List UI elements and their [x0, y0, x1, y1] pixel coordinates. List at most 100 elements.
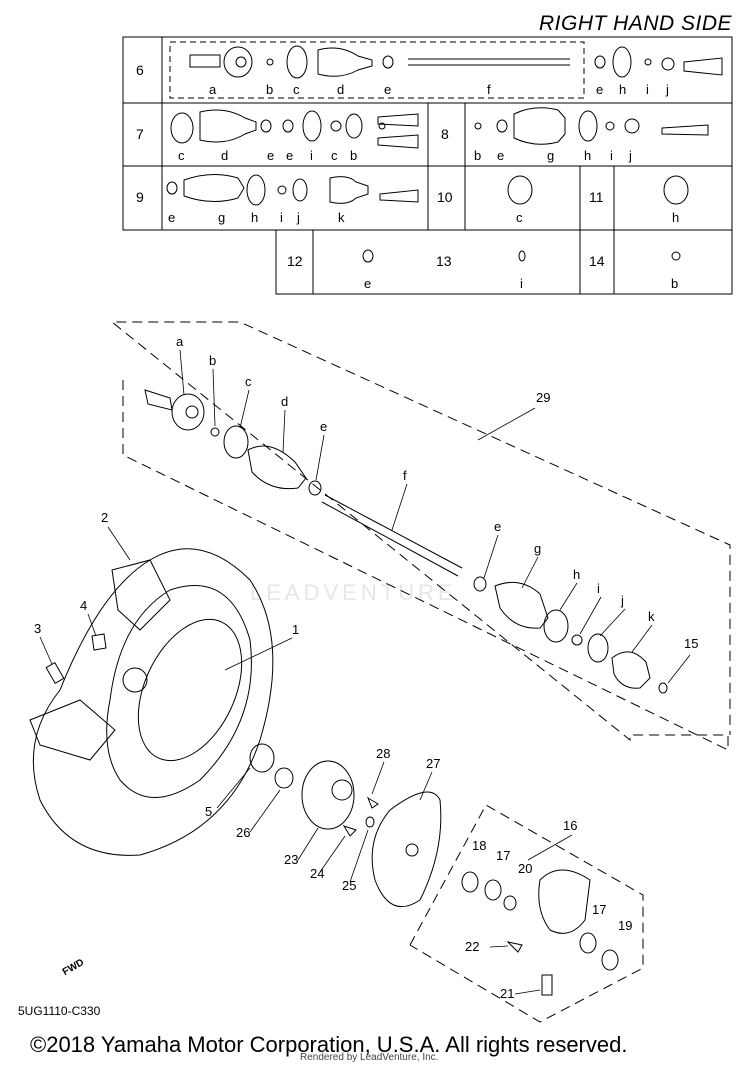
part-letter: g [218, 210, 225, 225]
shaft-label: e [494, 519, 501, 534]
shaft-label: g [534, 541, 541, 556]
shaft-label: i [597, 581, 600, 596]
part-letter: i [280, 210, 283, 225]
callout-number: 15 [684, 636, 698, 651]
part-letter: c [516, 210, 523, 225]
shaft-label: j [620, 593, 624, 608]
callout-number: 27 [426, 756, 440, 771]
part-letter: h [619, 82, 626, 97]
callout-leader-lines [39, 526, 573, 995]
callout-numbers: 1 2 3 4 5 15 16 17 17 18 19 20 21 22 23 … [34, 390, 698, 1001]
part-letter: h [584, 148, 591, 163]
row-6-part-icons [189, 45, 723, 79]
callout-number: 17 [496, 848, 510, 863]
shaft-label: b [209, 353, 216, 368]
part-letter: j [296, 210, 300, 225]
part-letter: h [672, 210, 679, 225]
shaft-leader-lines [179, 349, 691, 684]
part-letter: e [596, 82, 603, 97]
row-number: 11 [589, 189, 604, 205]
row-number: 12 [287, 253, 303, 269]
part-letter: j [628, 148, 632, 163]
part-letter: e [364, 276, 371, 291]
callout-number: 2 [101, 510, 108, 525]
part-letter: c [331, 148, 338, 163]
part-letter: b [671, 276, 678, 291]
knuckle-parts [461, 869, 619, 996]
shaft-label: k [648, 609, 655, 624]
row-number: 10 [437, 189, 453, 205]
shaft-assembly-parts [144, 389, 668, 694]
callout-number: 26 [236, 825, 250, 840]
part-letter: g [547, 148, 554, 163]
callout-number: 20 [518, 861, 532, 876]
part-letter: i [646, 82, 649, 97]
callout-number: 5 [205, 804, 212, 819]
shaft-label: d [281, 394, 288, 409]
hub-and-disc [249, 743, 442, 908]
callout-number: 16 [563, 818, 577, 833]
callout-number: 21 [500, 986, 514, 1001]
page-title: RIGHT HAND SIDE [538, 12, 732, 35]
callout-number: 23 [284, 852, 298, 867]
shaft-label: c [245, 374, 252, 389]
part-letter: e [267, 148, 274, 163]
row-8-part-icons [474, 107, 709, 145]
part-letter: e [497, 148, 504, 163]
callout-number: 3 [34, 621, 41, 636]
copyright-text: ©2018 Yamaha Motor Corporation, U.S.A. A… [30, 1032, 628, 1057]
part-letter: a [209, 82, 217, 97]
part-letter: j [665, 82, 669, 97]
kit-table [122, 36, 733, 295]
row-number: 14 [589, 253, 605, 269]
wheel-tire [29, 548, 274, 856]
part-letter: d [221, 148, 228, 163]
part-letter: h [251, 210, 258, 225]
shaft-label: a [176, 334, 184, 349]
row-9-part-icons [166, 174, 419, 206]
callout-number: 25 [342, 878, 356, 893]
part-letter: i [520, 276, 523, 291]
part-letter: e [286, 148, 293, 163]
shaft-assembly-outline [110, 321, 731, 751]
shaft-label: f [403, 468, 407, 483]
part-letter: i [610, 148, 613, 163]
row-7-part-icons [170, 109, 419, 149]
row-number: 9 [136, 189, 144, 205]
shaft-label: e [320, 419, 327, 434]
row-number: 13 [436, 253, 452, 269]
diagram-code: 5UG1110-C330 [18, 1004, 101, 1018]
shaft-label: h [573, 567, 580, 582]
callout-number: 28 [376, 746, 390, 761]
callout-number: 18 [472, 838, 486, 853]
row-number: 7 [136, 126, 144, 142]
part-letter: e [384, 82, 391, 97]
callout-number: 24 [310, 866, 324, 881]
part-letter: f [487, 82, 491, 97]
part-letter: c [178, 148, 185, 163]
part-letter: d [337, 82, 344, 97]
callout-number: 19 [618, 918, 632, 933]
callout-number: 4 [80, 598, 87, 613]
row-number: 8 [441, 126, 449, 142]
rendered-by-text: Rendered by LeadVenture, Inc. [300, 1052, 439, 1063]
table-row-numbers: 6 7 8 9 10 11 12 13 14 [136, 62, 605, 269]
part-letter: k [338, 210, 345, 225]
knuckle-outline [409, 804, 644, 1023]
watermark: LEADVENTURE [250, 580, 457, 605]
callout-number: 1 [292, 622, 299, 637]
part-letter: c [293, 82, 300, 97]
part-letter: b [350, 148, 357, 163]
callout-number: 29 [536, 390, 550, 405]
row-number: 6 [136, 62, 144, 78]
callout-number: 22 [465, 939, 479, 954]
part-letter: i [310, 148, 313, 163]
single-part-icons [362, 175, 689, 263]
callout-number: 17 [592, 902, 606, 917]
shaft-part-letters: a b c d e f e g h i j k [176, 334, 655, 624]
part-letter: b [474, 148, 481, 163]
part-letter: b [266, 82, 273, 97]
part-letter: e [168, 210, 175, 225]
table-part-letters: a b c d e f e h i j c d e e i c b b e g … [168, 82, 679, 291]
